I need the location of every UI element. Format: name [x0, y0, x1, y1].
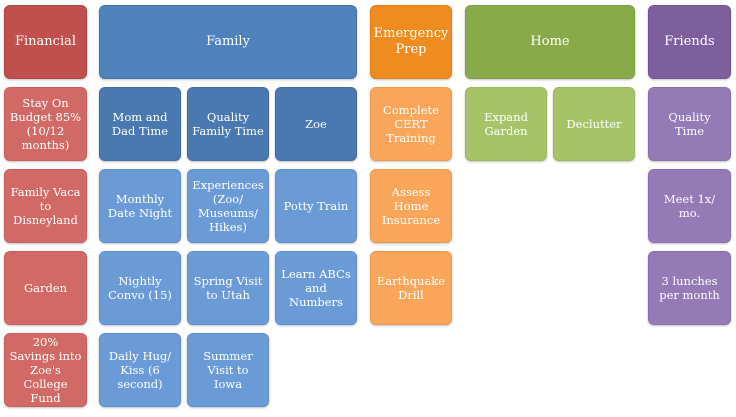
financial-item: Stay On Budget 85% (10/12 months) — [4, 87, 87, 161]
friends-item: Meet 1x/ mo. — [648, 169, 731, 243]
emergency-prep-item: Complete CERT Training — [370, 87, 452, 161]
home-header: Home — [465, 5, 635, 79]
financial-header: Financial — [4, 5, 87, 79]
home-item: Expand Garden — [465, 87, 547, 161]
financial-item: 20% Savings into Zoe's College Fund — [4, 333, 87, 407]
family-subheader: Mom and Dad Time — [99, 87, 181, 161]
family-subheader: Zoe — [275, 87, 357, 161]
emergency-prep-header: Emergency Prep — [370, 5, 452, 79]
family-item: Nightly Convo (15) — [99, 251, 181, 325]
emergency-prep-item: Assess Home Insurance — [370, 169, 452, 243]
home-item: Declutter — [553, 87, 635, 161]
family-header: Family — [99, 5, 357, 79]
family-item: Experiences (Zoo/ Museums/ Hikes) — [187, 169, 269, 243]
financial-item: Family Vaca to Disneyland — [4, 169, 87, 243]
family-subheader: Quality Family Time — [187, 87, 269, 161]
family-item: Daily Hug/ Kiss (6 second) — [99, 333, 181, 407]
friends-header: Friends — [648, 5, 731, 79]
financial-item: Garden — [4, 251, 87, 325]
family-item: Learn ABCs and Numbers — [275, 251, 357, 325]
family-item: Summer Visit to Iowa — [187, 333, 269, 407]
family-item: Potty Train — [275, 169, 357, 243]
family-item: Monthly Date Night — [99, 169, 181, 243]
emergency-prep-item: Earthquake Drill — [370, 251, 452, 325]
friends-item: Quality Time — [648, 87, 731, 161]
family-item: Spring Visit to Utah — [187, 251, 269, 325]
friends-item: 3 lunches per month — [648, 251, 731, 325]
